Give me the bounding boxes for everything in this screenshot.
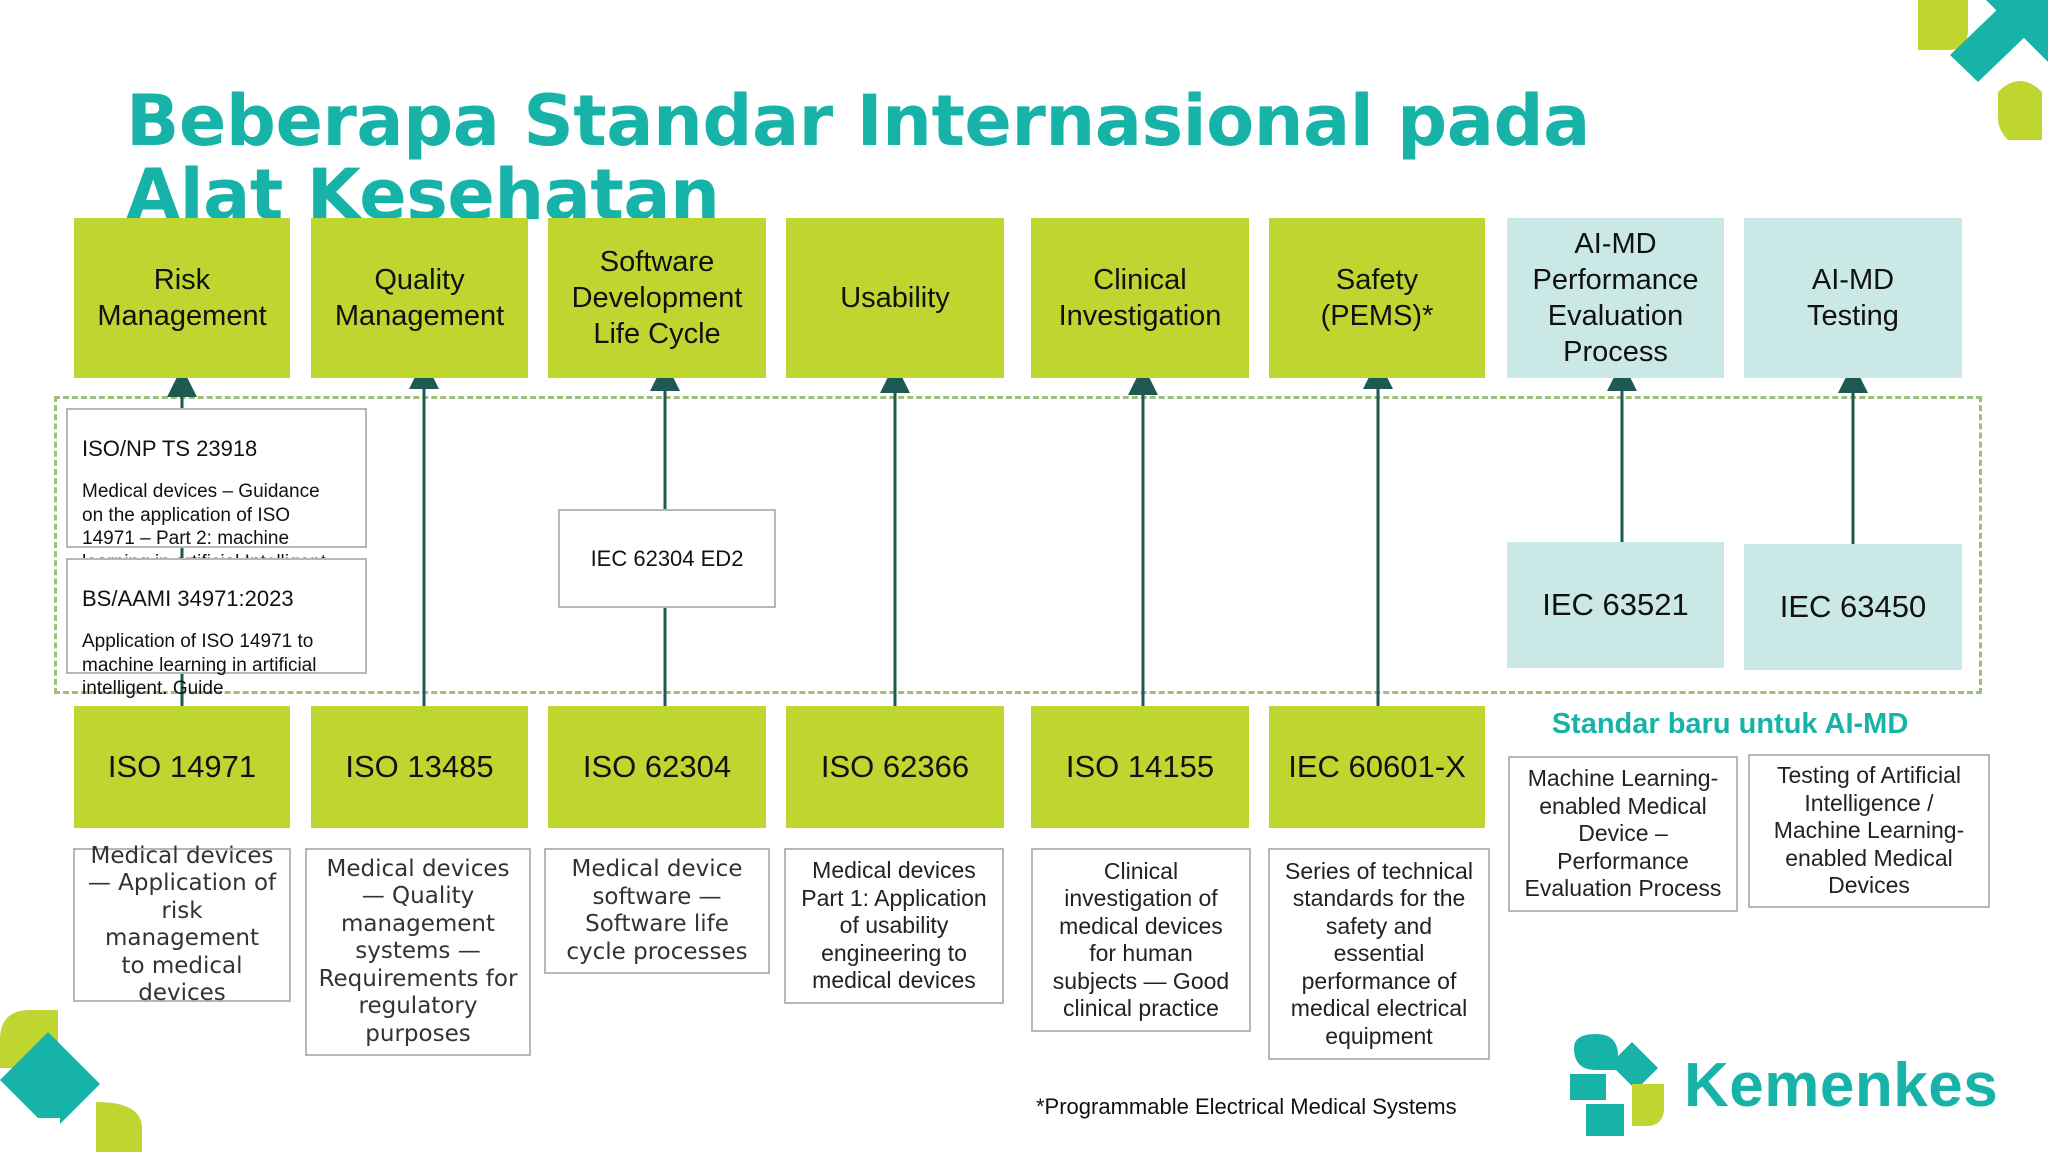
kemenkes-logo-icon bbox=[1570, 1034, 1664, 1136]
corner-decoration-top-right bbox=[1918, 0, 2048, 140]
description-iso-62304: Medical device software — Software life … bbox=[544, 848, 770, 974]
intermediate-title: ISO/NP TS 23918 bbox=[82, 436, 258, 461]
standard-iso-62366: ISO 62366 bbox=[786, 706, 1004, 828]
description-iec-63450: Testing of Artificial Intelligence / Mac… bbox=[1748, 754, 1990, 908]
standard-iso-14971: ISO 14971 bbox=[74, 706, 290, 828]
standard-iso-14155: ISO 14155 bbox=[1031, 706, 1249, 828]
intermediate-title: IEC 62304 ED2 bbox=[590, 545, 744, 571]
dashed-group-region bbox=[54, 396, 1982, 694]
description-iec-63521: Machine Learning- enabled Medical Device… bbox=[1508, 756, 1738, 912]
standard-iso-13485: ISO 13485 bbox=[311, 706, 528, 828]
intermediate-bs-aami-34971: BS/AAMI 34971:2023 Application of ISO 14… bbox=[66, 558, 367, 699]
category-software-development: Software Development Life Cycle bbox=[548, 218, 766, 378]
description-iso-62366: Medical devices Part 1: Application of u… bbox=[784, 848, 1004, 1004]
category-aimd-performance: AI-MD Performance Evaluation Process bbox=[1507, 218, 1724, 378]
intermediate-title: BS/AAMI 34971:2023 bbox=[82, 586, 294, 611]
intermediate-text: Application of ISO 14971 to machine lear… bbox=[82, 631, 317, 699]
brand-name: Kemenkes bbox=[1684, 1051, 1999, 1120]
description-iso-13485: Medical devices — Quality management sys… bbox=[305, 848, 531, 1056]
standard-iec-60601-x: IEC 60601-X bbox=[1269, 706, 1485, 828]
ai-standard-iec-63521: IEC 63521 bbox=[1507, 542, 1724, 668]
category-clinical-investigation: Clinical Investigation bbox=[1031, 218, 1249, 378]
intermediate-iec-62304-ed2: IEC 62304 ED2 bbox=[558, 509, 776, 608]
corner-decoration-bottom-left bbox=[0, 1010, 142, 1152]
description-iso-14971: Medical devices — Application of risk ma… bbox=[73, 843, 291, 1006]
intermediate-iso-np-ts-23918: ISO/NP TS 23918 Medical devices – Guidan… bbox=[66, 408, 367, 573]
description-iec-60601-x: Series of technical standards for the sa… bbox=[1268, 848, 1490, 1060]
category-safety-pems: Safety (PEMS)* bbox=[1269, 218, 1485, 378]
category-usability: Usability bbox=[786, 218, 1004, 378]
new-standards-label: Standar baru untuk AI-MD bbox=[1551, 708, 1909, 740]
category-aimd-testing: AI-MD Testing bbox=[1744, 218, 1962, 378]
category-risk-management: Risk Management bbox=[74, 218, 290, 378]
footnote: *Programmable Electrical Medical Systems bbox=[1036, 1094, 1457, 1119]
standard-iso-62304: ISO 62304 bbox=[548, 706, 766, 828]
ai-standard-iec-63450: IEC 63450 bbox=[1744, 544, 1962, 670]
description-iso-14155: Clinical investigation of medical device… bbox=[1031, 848, 1251, 1032]
category-quality-management: Quality Management bbox=[311, 218, 528, 378]
